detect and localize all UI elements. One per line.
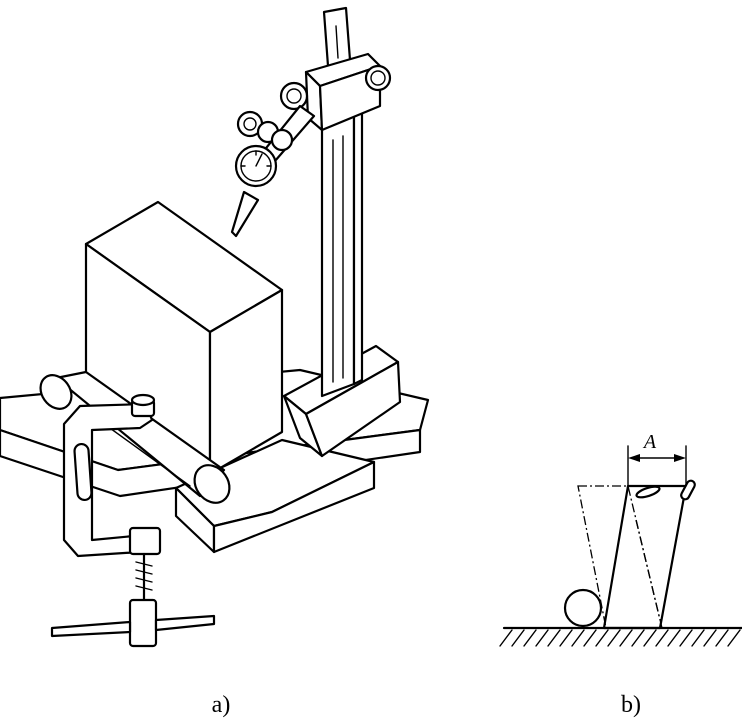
hatch-line xyxy=(583,629,597,647)
hatch-line xyxy=(715,629,729,647)
hatch-line xyxy=(643,629,657,647)
hatch-line xyxy=(619,629,633,647)
panel-a-label: a) xyxy=(212,692,231,718)
dimension-label: A xyxy=(642,431,657,453)
c-clamp xyxy=(50,393,216,648)
hatch-line xyxy=(559,629,573,647)
hatch-line xyxy=(547,629,561,647)
roller-ball xyxy=(563,588,603,628)
base-slab xyxy=(174,438,376,554)
panel-b-illustration: A xyxy=(499,431,742,647)
panel-b-label: b) xyxy=(621,692,641,718)
ground-surface xyxy=(499,626,742,647)
hatch-line xyxy=(655,629,669,647)
hatch-line xyxy=(535,629,549,647)
workpiece-block xyxy=(84,200,284,476)
cylinder-rod xyxy=(39,370,231,504)
hatch-line xyxy=(667,629,681,647)
hatch-line xyxy=(631,629,645,647)
hatch-line xyxy=(727,629,741,647)
hatch-line xyxy=(499,629,513,647)
hatch-line xyxy=(523,629,537,647)
hatch-line xyxy=(679,629,693,647)
hatch-line xyxy=(595,629,609,647)
dial-indicator xyxy=(234,144,278,188)
hatch-line xyxy=(607,629,621,647)
gauge-slider xyxy=(279,52,392,132)
tilted-part xyxy=(602,479,696,630)
dimension-a: A xyxy=(627,431,687,487)
panel-a-illustration xyxy=(0,6,430,648)
hatch-line xyxy=(691,629,705,647)
hatch-line xyxy=(571,629,585,647)
gauge-column xyxy=(320,6,364,398)
hatch-line xyxy=(703,629,717,647)
hatch-line xyxy=(511,629,525,647)
